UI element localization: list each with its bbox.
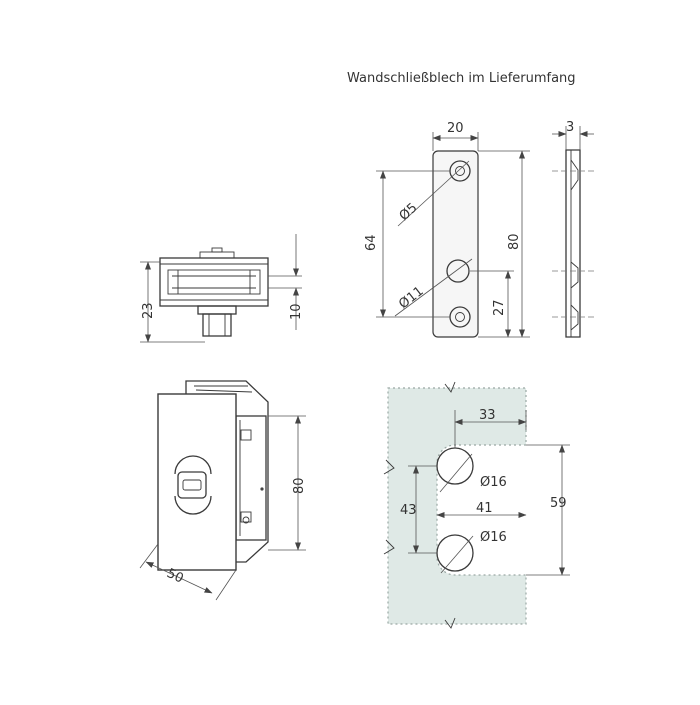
strike-plate-dim-height: 80 — [507, 233, 522, 250]
strike-plate-dim-width: 20 — [447, 121, 464, 136]
side-view: 23 10 — [140, 234, 304, 343]
cutout-dim-inner: 41 — [476, 501, 493, 516]
cutout-dim-total: 59 — [550, 496, 567, 511]
glass-panel — [387, 387, 527, 625]
strike-plate-dim-small-hole: Ø5 — [397, 200, 421, 224]
cutout-dim-hole-top: Ø16 — [480, 475, 507, 490]
strike-plate: 20 64 80 27 Ø5 Ø11 — [364, 121, 530, 338]
strike-plate-body — [432, 150, 479, 338]
strike-plate-dim-hole-bottom: 27 — [492, 299, 507, 316]
cutout-dim-hole-bottom: Ø16 — [480, 530, 507, 545]
side-view-body — [159, 257, 269, 307]
front-view-dim-width: 50 — [164, 566, 185, 587]
cutout-dim-spacing: 43 — [400, 503, 417, 518]
side-view-dim-height: 23 — [141, 302, 156, 319]
cutout-dim-depth: 33 — [479, 408, 496, 423]
front-view: 80 50 — [139, 380, 307, 601]
strike-plate-hole-middle-icon — [446, 259, 470, 283]
side-view-knob — [202, 313, 232, 337]
strike-plate-side: 3 — [552, 120, 594, 338]
cutout-hole-bottom-icon — [436, 534, 474, 572]
strike-plate-dim-thickness: 3 — [566, 120, 574, 135]
turn-knob-icon — [174, 455, 212, 515]
caption-text: Wandschließblech im Lieferumfang — [347, 71, 576, 86]
front-view-dim-height: 80 — [292, 477, 307, 494]
side-view-dim-thickness: 10 — [289, 303, 304, 320]
glass-cutout: 33 41 43 59 Ø16 Ø16 — [383, 381, 570, 629]
strike-plate-dim-large-hole: Ø11 — [396, 284, 426, 312]
cutout-hole-top-icon — [436, 447, 474, 485]
front-view-plate — [157, 393, 237, 571]
strike-plate-dim-hole-spacing: 64 — [364, 234, 379, 251]
